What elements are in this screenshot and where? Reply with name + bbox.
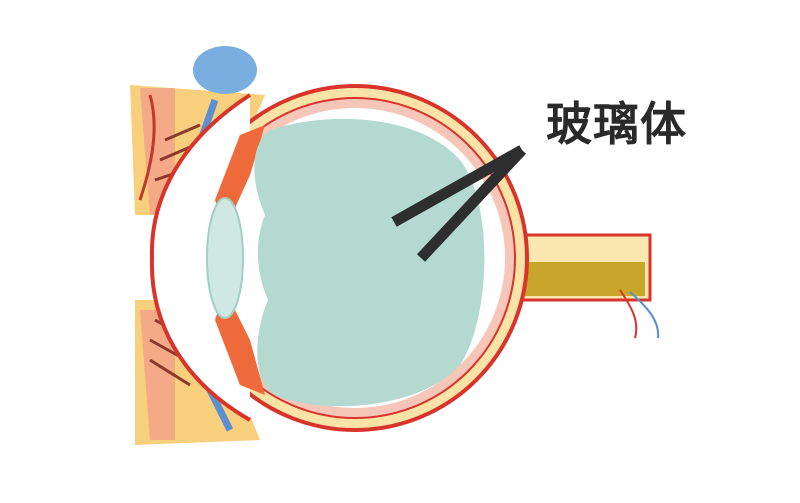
vitreous-label: 玻璃体 xyxy=(546,97,687,151)
lens xyxy=(206,197,244,319)
label-pointer xyxy=(391,145,527,262)
lacrimal-gland xyxy=(193,46,257,94)
vitreous-body xyxy=(254,118,485,407)
